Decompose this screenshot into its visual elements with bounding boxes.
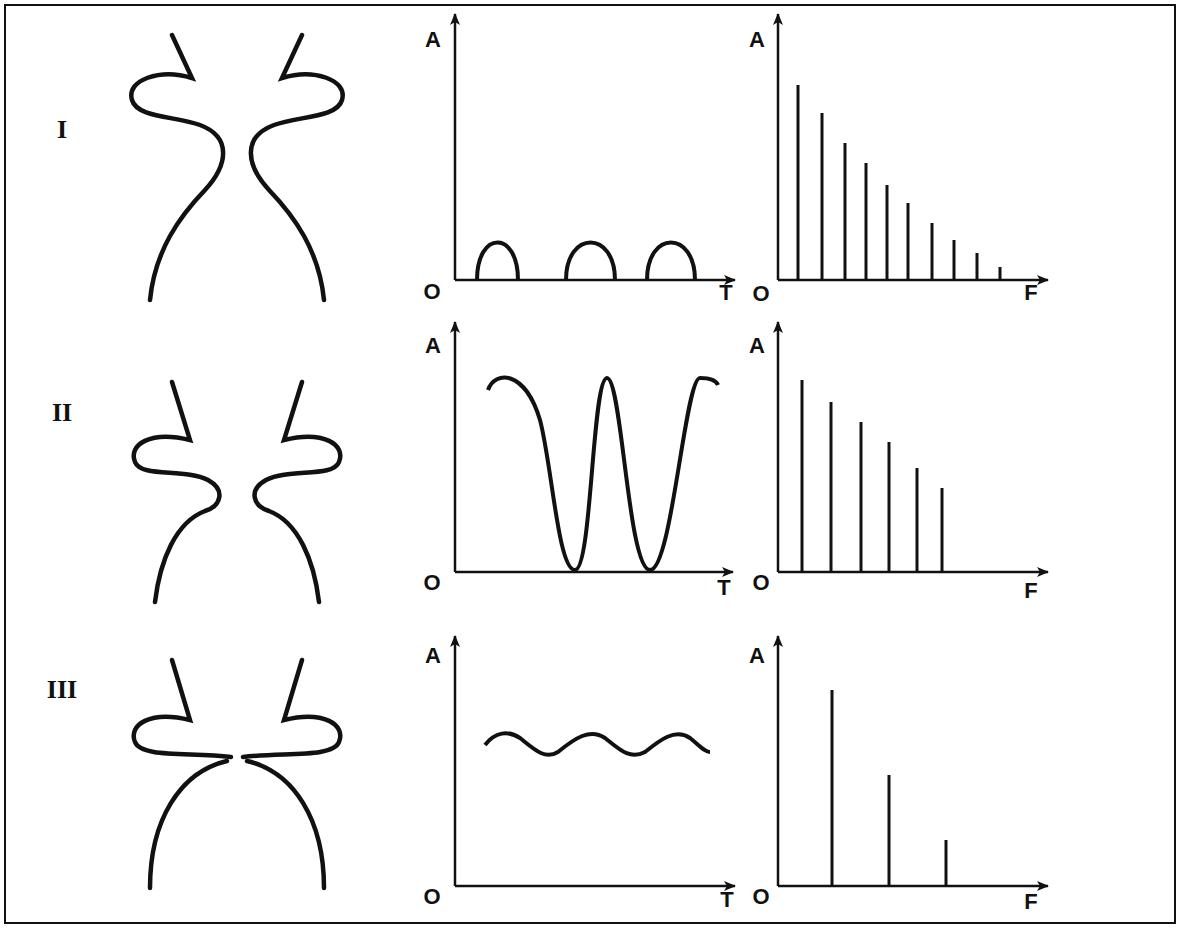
- axis-label: A: [749, 645, 765, 667]
- vocal-fold-left: [134, 660, 231, 757]
- vocal-fold-right: [243, 660, 340, 757]
- spectrum-lines: [798, 85, 1000, 886]
- axis-label: O: [423, 281, 440, 303]
- vocal-fold-left: [134, 382, 220, 602]
- row-number: II: [52, 400, 72, 426]
- axis-label: A: [425, 335, 441, 357]
- axis-label: A: [749, 335, 765, 357]
- axis-label: F: [1024, 580, 1037, 602]
- row-number: III: [47, 677, 77, 703]
- vocal-fold-right: [255, 382, 341, 602]
- vocal-folds: [131, 35, 342, 888]
- axis-label: F: [1024, 891, 1037, 913]
- axis-label: O: [423, 572, 440, 594]
- axis-label: O: [752, 572, 769, 594]
- axes: [455, 14, 1048, 886]
- vocal-fold-left: [150, 761, 227, 888]
- axis-label: A: [749, 29, 765, 51]
- axis-label: F: [1024, 282, 1037, 304]
- sine-waveform: [488, 378, 718, 570]
- axis-label: O: [752, 886, 769, 908]
- row-number: I: [57, 117, 67, 143]
- vocal-fold-right: [251, 35, 343, 300]
- axis-label: O: [423, 886, 440, 908]
- axis-label: A: [425, 645, 441, 667]
- frame-border: [5, 5, 1175, 923]
- axis-label: T: [719, 282, 732, 304]
- pulse-waveform: [477, 243, 695, 281]
- axis-label: O: [752, 283, 769, 305]
- vocal-fold-left: [131, 35, 223, 300]
- vocal-fold-right: [247, 761, 324, 888]
- ripple-waveform: [485, 733, 710, 755]
- axis-label: A: [425, 29, 441, 51]
- axis-label: T: [720, 889, 733, 911]
- axis-label: T: [717, 577, 730, 599]
- waveforms: [477, 243, 718, 755]
